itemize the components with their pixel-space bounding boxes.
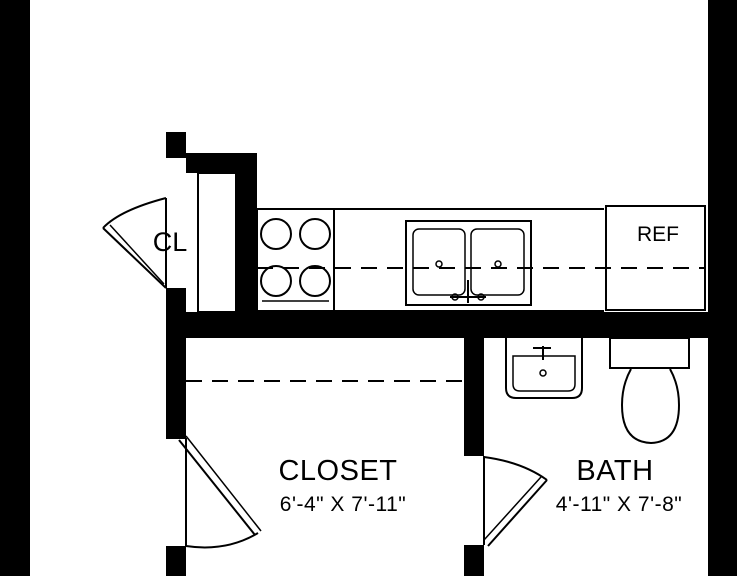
cl-label: CL (153, 227, 188, 257)
cl-shelf (197, 172, 237, 313)
closet-wall-lower (166, 546, 186, 576)
kitchen-back-wall (166, 312, 708, 338)
burner-icon (260, 218, 292, 250)
burner-icon (299, 218, 331, 250)
closet-room-dimensions: 6'-4" X 7'-11" (280, 493, 406, 516)
toilet (609, 337, 690, 445)
refrigerator: REF (605, 205, 706, 311)
left-exterior-wall (0, 0, 30, 576)
cl-wall-right (236, 153, 257, 313)
kitchen-sink (405, 220, 532, 306)
cl-door (102, 197, 167, 289)
cl-wall-upper (166, 132, 186, 158)
cl-wall-middle (166, 288, 186, 439)
closet-door-swing-arc (185, 532, 259, 549)
cl-door-swing-arc (102, 197, 167, 229)
burner-icon (260, 265, 292, 297)
range-stove (256, 208, 335, 312)
bath-sink (505, 338, 583, 399)
closet-door (178, 435, 262, 549)
ref-label: REF (637, 223, 679, 246)
bath-room-dimensions: 4'-11" X 7'-8" (556, 493, 682, 516)
drain-icon (435, 260, 443, 268)
bath-room-name: BATH (576, 455, 653, 487)
bath-door (483, 456, 548, 547)
closet-bath-divider-lower (464, 545, 484, 576)
closet-room-name: CLOSET (278, 455, 397, 487)
closet-bath-divider-upper (464, 312, 484, 456)
right-exterior-wall (708, 0, 737, 576)
bath-door-swing-arc (483, 456, 548, 481)
burner-icon (299, 265, 331, 297)
drain-icon (494, 260, 502, 268)
drain-icon (539, 369, 547, 377)
